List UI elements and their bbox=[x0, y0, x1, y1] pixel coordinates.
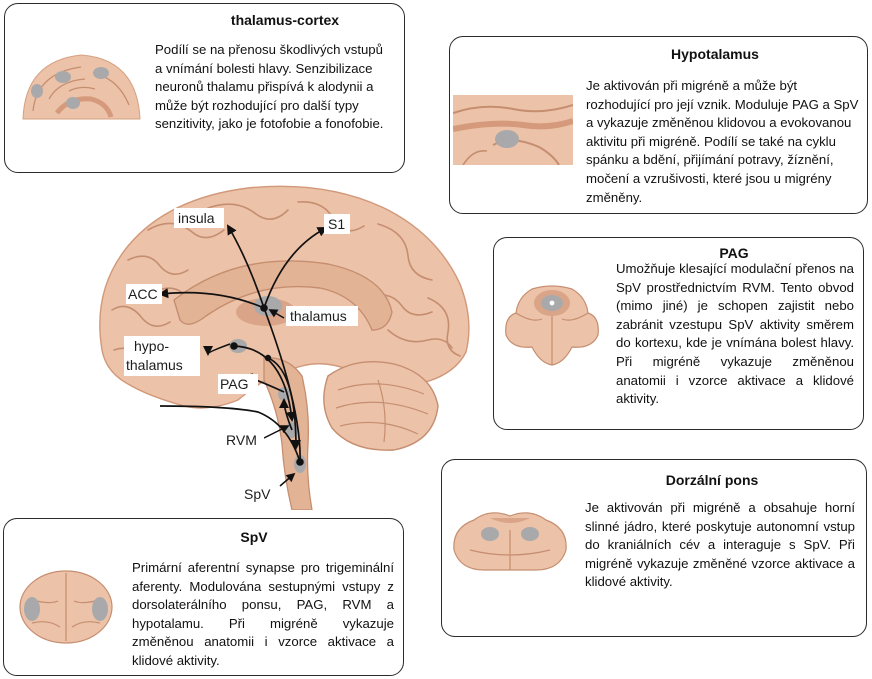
hypothalamus-highlight bbox=[495, 130, 519, 148]
label-arrows bbox=[263, 309, 296, 487]
pag-title: PAG bbox=[719, 245, 749, 261]
cortex-highlight-4 bbox=[66, 97, 80, 109]
pons-highlight-left bbox=[481, 527, 499, 541]
thalamus-cortex-card: thalamus-cortex Podílí se na přenosu ško… bbox=[4, 3, 405, 173]
hypotalamus-card: Hypotalamus Je aktivován při migréně a m… bbox=[449, 36, 868, 214]
spv-highlight-right bbox=[92, 597, 108, 621]
label-insula: insula bbox=[178, 210, 215, 226]
spv-text: Primární aferentní synapse pro trigeminá… bbox=[132, 560, 394, 668]
pag-thumbnail bbox=[505, 285, 599, 366]
dorzalni-pons-card: Dorzální pons Je aktivován při migréně a… bbox=[441, 459, 867, 637]
label-s1: S1 bbox=[328, 216, 345, 232]
hypothalamus-thumbnail bbox=[453, 95, 573, 165]
label-hypothalamus-line2: thalamus bbox=[126, 357, 183, 373]
cerebellum bbox=[323, 361, 439, 451]
cortex-highlight-2 bbox=[93, 67, 109, 79]
hypotalamus-text: Je aktivován při migréně a může být rozh… bbox=[586, 78, 859, 205]
pons-thumbnail bbox=[453, 512, 567, 571]
label-rvm: RVM bbox=[226, 432, 257, 448]
pag-card: PAG Umožňuje klesající modulační přenos … bbox=[493, 237, 864, 430]
cortex-thumbnail bbox=[22, 54, 141, 120]
pathway-nodes bbox=[230, 304, 304, 466]
thalamus-cortex-text: Podílí se na přenosu škodlivých vstupů a… bbox=[155, 42, 384, 132]
brain-illustration: insula S1 ACC thalamus hypo- thalamus PA… bbox=[99, 185, 470, 510]
cortex-highlight-1 bbox=[55, 71, 71, 83]
label-thalamus: thalamus bbox=[290, 308, 347, 324]
pons-highlight-right bbox=[521, 527, 539, 541]
dorzalni-pons-text: Je aktivován při migréně a obsahuje horn… bbox=[585, 500, 855, 590]
corpus-callosum bbox=[173, 260, 393, 331]
spv-card: SpV Primární aferentní synapse pro trige… bbox=[3, 518, 404, 676]
spv-thumbnail bbox=[19, 570, 113, 644]
spv-title: SpV bbox=[240, 529, 268, 545]
hypotalamus-title: Hypotalamus bbox=[671, 46, 759, 62]
dorzalni-pons-title: Dorzální pons bbox=[665, 472, 759, 488]
pag-text: Umožňuje klesající modulační přenos na S… bbox=[616, 261, 854, 407]
pathways bbox=[157, 224, 328, 463]
label-spv: SpV bbox=[244, 486, 271, 502]
label-pag: PAG bbox=[220, 376, 249, 392]
thalamus-cortex-title: thalamus-cortex bbox=[230, 12, 340, 28]
spv-highlight-left bbox=[24, 597, 40, 621]
label-acc: ACC bbox=[128, 286, 158, 302]
label-hypothalamus-line1: hypo- bbox=[134, 338, 169, 354]
cortex-highlight-3 bbox=[31, 84, 43, 98]
